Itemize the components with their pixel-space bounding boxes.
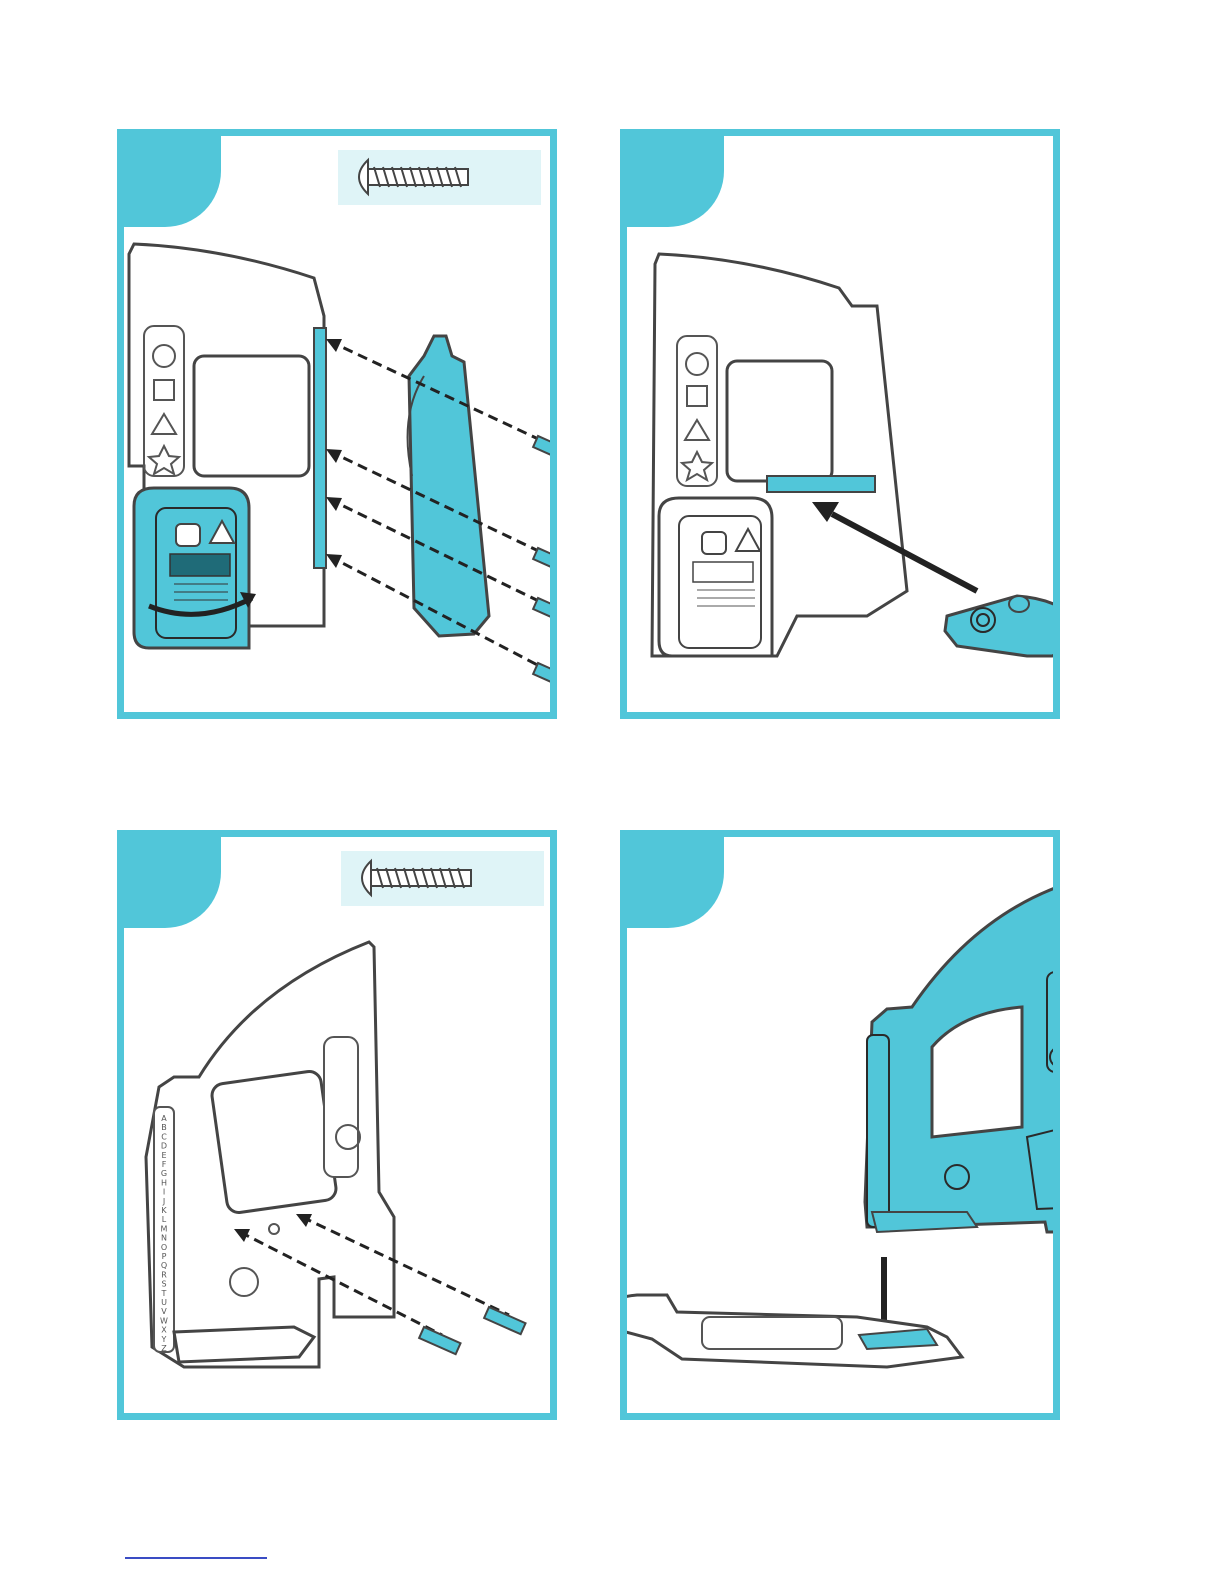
alphabet-letter: O [161, 1243, 167, 1252]
alphabet-letter: X [161, 1326, 167, 1335]
step-4-illustration [627, 837, 1053, 1413]
alphabet-letter: D [161, 1142, 167, 1151]
alphabet-letter: B [161, 1123, 167, 1132]
footer-rule [125, 1557, 267, 1559]
alphabet-letter: J [162, 1197, 165, 1206]
screw-parts [533, 436, 550, 690]
alphabet-letter: G [161, 1169, 167, 1178]
alphabet-letter: W [160, 1316, 168, 1325]
alphabet-letter: A [161, 1114, 167, 1123]
alphabet-letter: R [161, 1270, 167, 1279]
alphabet-letter: K [161, 1206, 167, 1215]
alphabet-letter: C [161, 1132, 167, 1141]
alphabet-letter: Z [161, 1344, 167, 1353]
base-slot [767, 476, 875, 492]
alphabet-letter: Y [161, 1335, 167, 1344]
window-opening [727, 361, 832, 481]
step-4-panel [620, 830, 1060, 1420]
step-1-illustration [124, 136, 550, 712]
alphabet-letter: L [162, 1215, 167, 1224]
alphabet-letter: P [162, 1252, 167, 1261]
spiral-base-part [945, 596, 1053, 656]
alphabet-letter: E [161, 1151, 166, 1160]
step-2-panel [620, 129, 1060, 719]
alphabet-letter: N [161, 1234, 167, 1243]
alphabet-letter: M [161, 1224, 168, 1233]
window-opening [194, 356, 309, 476]
alphabet-letter: I [163, 1188, 165, 1197]
alphabet-letter: S [161, 1280, 166, 1289]
frame-edge-strip [314, 328, 326, 568]
alphabet-letter: U [161, 1298, 167, 1307]
alphabet-letter: Q [161, 1261, 167, 1270]
alphabet-letter: V [161, 1307, 167, 1316]
window-opening [210, 1070, 337, 1214]
step-1-panel [117, 129, 557, 719]
screw-parts [419, 1307, 525, 1354]
alphabet-letter: F [162, 1160, 167, 1169]
alphabet-letter: T [161, 1289, 167, 1298]
alphabet-letter: H [161, 1178, 167, 1187]
step-2-illustration [627, 136, 1053, 712]
